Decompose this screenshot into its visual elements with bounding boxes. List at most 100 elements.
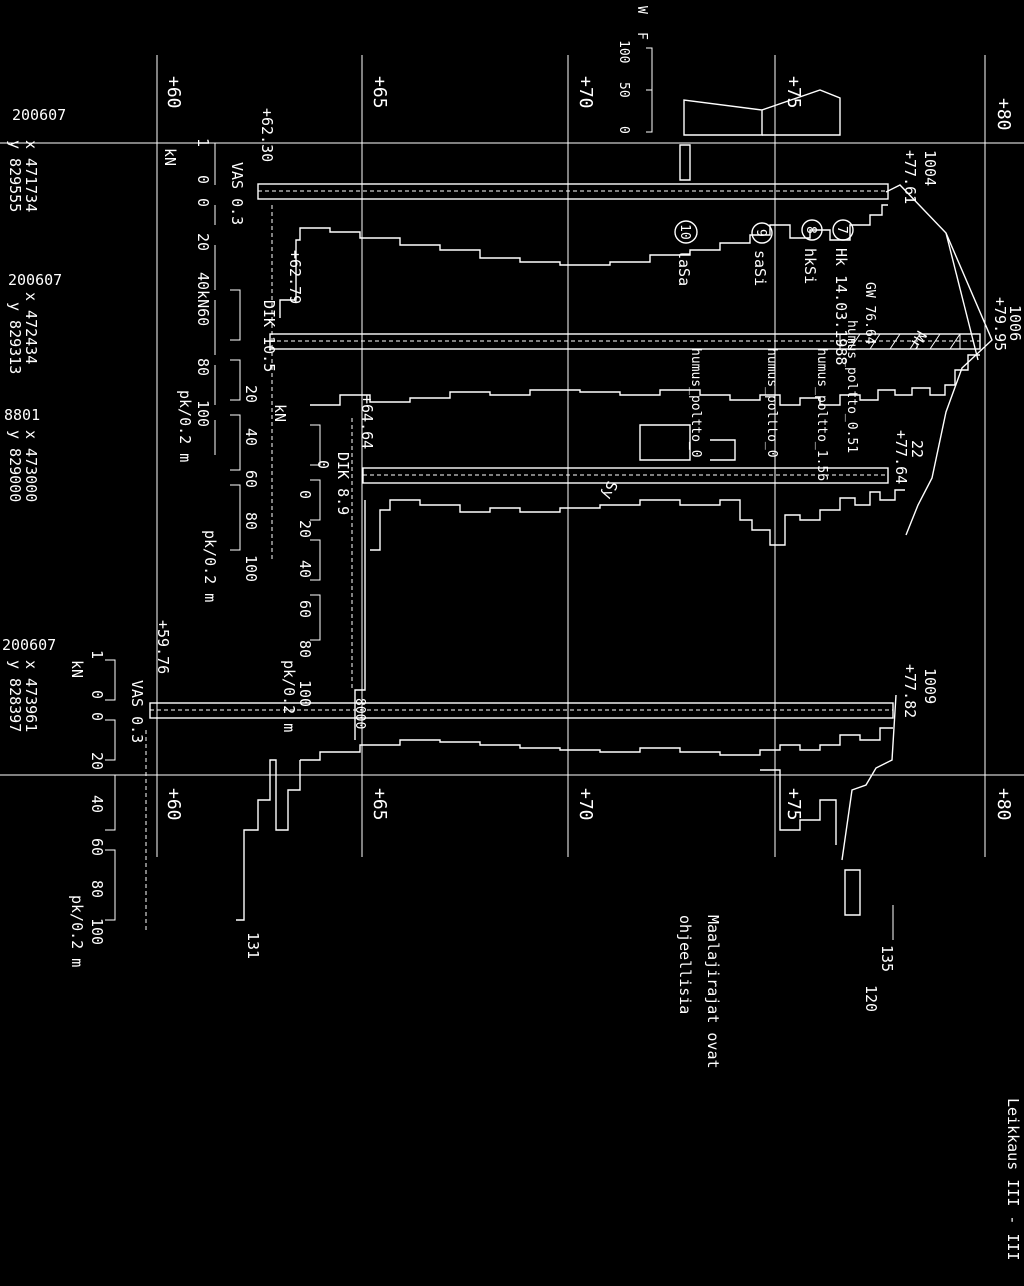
scale-label-0: 0 <box>616 126 631 134</box>
scale-label-50: 50 <box>616 82 631 98</box>
coordinate-x: x 472434 <box>22 292 40 364</box>
sounding-vas: VAS 0.3 <box>128 680 146 743</box>
sounding-4-labels: +59.76 VAS 0.3 kN 1 0 0 20 40 60 80 100 … <box>68 620 172 967</box>
humus-label: humus_poltto_0.51 <box>844 320 859 453</box>
coordinate-block-3: 8801 x 473000 y 829000 <box>4 406 40 502</box>
sounding-bottom-elevation: +64.64 <box>358 395 376 449</box>
sounding-tick: 100 <box>194 400 212 427</box>
borehole-22: 22 +77.64 <box>362 430 926 484</box>
sounding-tick: 80 <box>296 640 314 658</box>
coordinate-point-id: 200607 <box>8 271 62 289</box>
sounding-tick: 60 <box>296 600 314 618</box>
sounding-tick: 100 <box>296 680 314 707</box>
sounding-tick: 40 <box>88 795 106 813</box>
sounding-tick: 0 <box>88 690 106 699</box>
elevation-labels-top: +80 +75 +70 +65 +60 <box>163 76 1014 131</box>
sounding-graph-4 <box>105 659 894 940</box>
coordinate-y: y 829000 <box>6 430 24 502</box>
building-outline <box>683 99 763 136</box>
layer-name: hkSi <box>801 248 819 284</box>
sounding-tick: 0 <box>314 460 332 469</box>
sounding-tick: 0 <box>194 175 212 184</box>
layer-marker-circle <box>801 219 823 241</box>
sounding-bottom-elevation: +62.79 <box>286 250 304 304</box>
sounding-bottom-elevation: +59.76 <box>154 620 172 674</box>
coordinate-y: y 828397 <box>6 660 24 732</box>
sounding-tick: 0 <box>296 490 314 499</box>
depth-reading: 135 <box>878 945 896 972</box>
sounding-tick: 40 <box>242 428 260 446</box>
note-line-2: ohjeellisia <box>676 915 694 1014</box>
humus-label: humus_poltto_1.56 <box>814 348 829 481</box>
borehole-id: 1009 <box>921 668 939 704</box>
coordinate-block-2: 200607 x 472434 y 829313 <box>6 271 62 374</box>
soil-type-label: Sy <box>598 479 621 502</box>
sounding-unit: pk/0.2 m <box>201 530 219 602</box>
coordinate-point-id: 8801 <box>4 406 40 424</box>
sounding-3-labels: +64.64 DIK 8.9 0 0 20 40 60 80 100 pk/0.… <box>280 395 376 732</box>
layer-number: 9 <box>753 229 768 237</box>
roof-outline <box>761 89 841 136</box>
sounding-tick: 60 <box>88 838 106 856</box>
legend-letter-a: W <box>634 6 649 14</box>
elevation-label: +70 <box>575 76 596 109</box>
elevation-label: +75 <box>783 76 804 109</box>
borehole-elevation: +77.64 <box>892 430 910 484</box>
section-title: Leikkaus III - III <box>1004 1098 1022 1261</box>
sounding-vas: VAS 0.3 <box>228 162 246 225</box>
sounding-graph-1 <box>214 143 888 455</box>
borehole-1006: 1006 +79.95 <box>269 297 1024 351</box>
sounding-1-labels: +62.30 VAS 0.3 kN 1 0 0 20 40kN60 80 100… <box>161 108 276 462</box>
layer-number: 7 <box>834 226 849 234</box>
layer-number: 10 <box>677 224 692 240</box>
coordinate-x: x 473961 <box>22 660 40 732</box>
ground-profile <box>679 89 993 861</box>
sounding-2-labels: +62.79 DIK 10.5 kN 20 40 60 80 100 pk/0.… <box>201 250 304 602</box>
coordinate-point-id: 200607 <box>2 636 56 654</box>
borehole-elevation: +79.95 <box>991 297 1009 351</box>
humus-label: humus_poltto_0 <box>764 348 779 458</box>
elevation-grid <box>0 55 1024 857</box>
sounding-tick: 80 <box>194 358 212 376</box>
depth-reading: 131 <box>244 932 262 959</box>
sounding-kn: kN <box>68 660 86 678</box>
layer-name: laSa <box>675 250 693 286</box>
elevation-label: +80 <box>993 788 1014 821</box>
groundwater-label: GW 76.64 <box>862 282 877 345</box>
borehole-elevation: +77.82 <box>901 664 919 718</box>
borehole-id: 22 <box>908 440 926 458</box>
sounding-tick: 80 <box>88 880 106 898</box>
layer-number: 8 <box>803 226 818 234</box>
coordinate-y: y 829555 <box>6 140 24 212</box>
coordinate-y: y 829313 <box>6 302 24 374</box>
sounding-tick: 40 <box>296 560 314 578</box>
elevation-label: +60 <box>163 76 184 109</box>
sounding-tick: 100 <box>88 918 106 945</box>
coordinate-point-id: 200607 <box>12 106 66 124</box>
elevation-labels-bottom: +80 +75 +70 +65 +60 <box>163 788 1014 821</box>
sounding-tick: 0 <box>194 198 212 207</box>
elevation-label: +60 <box>163 788 184 821</box>
sounding-tick: 40kN60 <box>194 272 212 326</box>
borehole-1004: 1004 +77.61 <box>257 150 939 204</box>
sounding-unit: pk/0.2 m <box>176 390 194 462</box>
sounding-kn: kN <box>271 404 289 422</box>
layer-marker-circle <box>674 220 698 244</box>
layer-name: saSi <box>751 250 769 286</box>
elevation-label: +65 <box>369 76 390 109</box>
scale-label-100: 100 <box>616 40 631 63</box>
scale-bar <box>646 47 653 133</box>
humus-label: humus_poltto_0 <box>688 348 703 458</box>
borehole-id: 1006 <box>1006 305 1024 341</box>
sounding-unit: pk/0.2 m <box>280 660 298 732</box>
sounding-dik: DIK 8.9 <box>334 452 352 515</box>
sounding-tick: 20 <box>194 233 212 251</box>
sounding-dik: DIK 10.5 <box>260 300 278 372</box>
elevation-label: +80 <box>993 98 1014 131</box>
layer-name: Hk 14.03.1988 <box>832 248 850 365</box>
sounding-tick: 60 <box>242 470 260 488</box>
coordinate-x: x 471734 <box>22 140 40 212</box>
sounding-one: 1 <box>194 138 212 147</box>
coordinate-block-4: 200607 x 473961 y 828397 <box>2 636 56 732</box>
